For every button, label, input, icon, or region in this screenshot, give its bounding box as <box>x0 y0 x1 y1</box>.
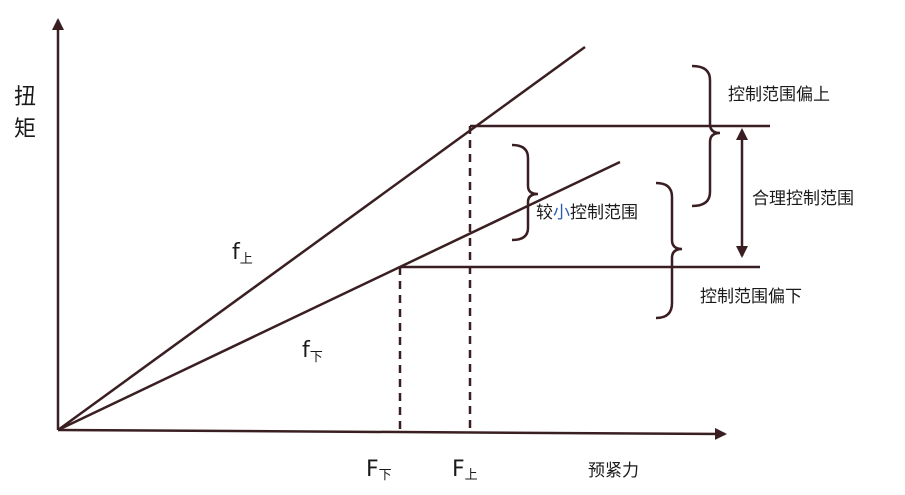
tick-F-lower: F下 <box>366 457 392 483</box>
tick-F-upper: F上 <box>452 457 478 483</box>
label-reasonable-range: 合理控制范围 <box>752 189 854 209</box>
brace-small-range <box>511 143 539 242</box>
brace-high-range <box>691 64 721 208</box>
y-axis-label-bottom: 矩 <box>14 117 36 142</box>
x-axis-label: 预紧力 <box>588 461 639 481</box>
label-high-range: 控制范围偏上 <box>728 85 830 105</box>
label-small-range: 较小控制范围 <box>536 203 638 223</box>
brace-low-range <box>655 181 683 320</box>
label-f-lower: f下 <box>302 338 323 365</box>
y-axis-label-top: 扭 <box>14 85 36 110</box>
label-f-upper: f上 <box>232 240 253 267</box>
line-f-upper <box>57 45 586 432</box>
x-axis <box>57 427 727 440</box>
label-low-range: 控制范围偏下 <box>700 287 802 307</box>
line-f-lower <box>57 160 621 432</box>
